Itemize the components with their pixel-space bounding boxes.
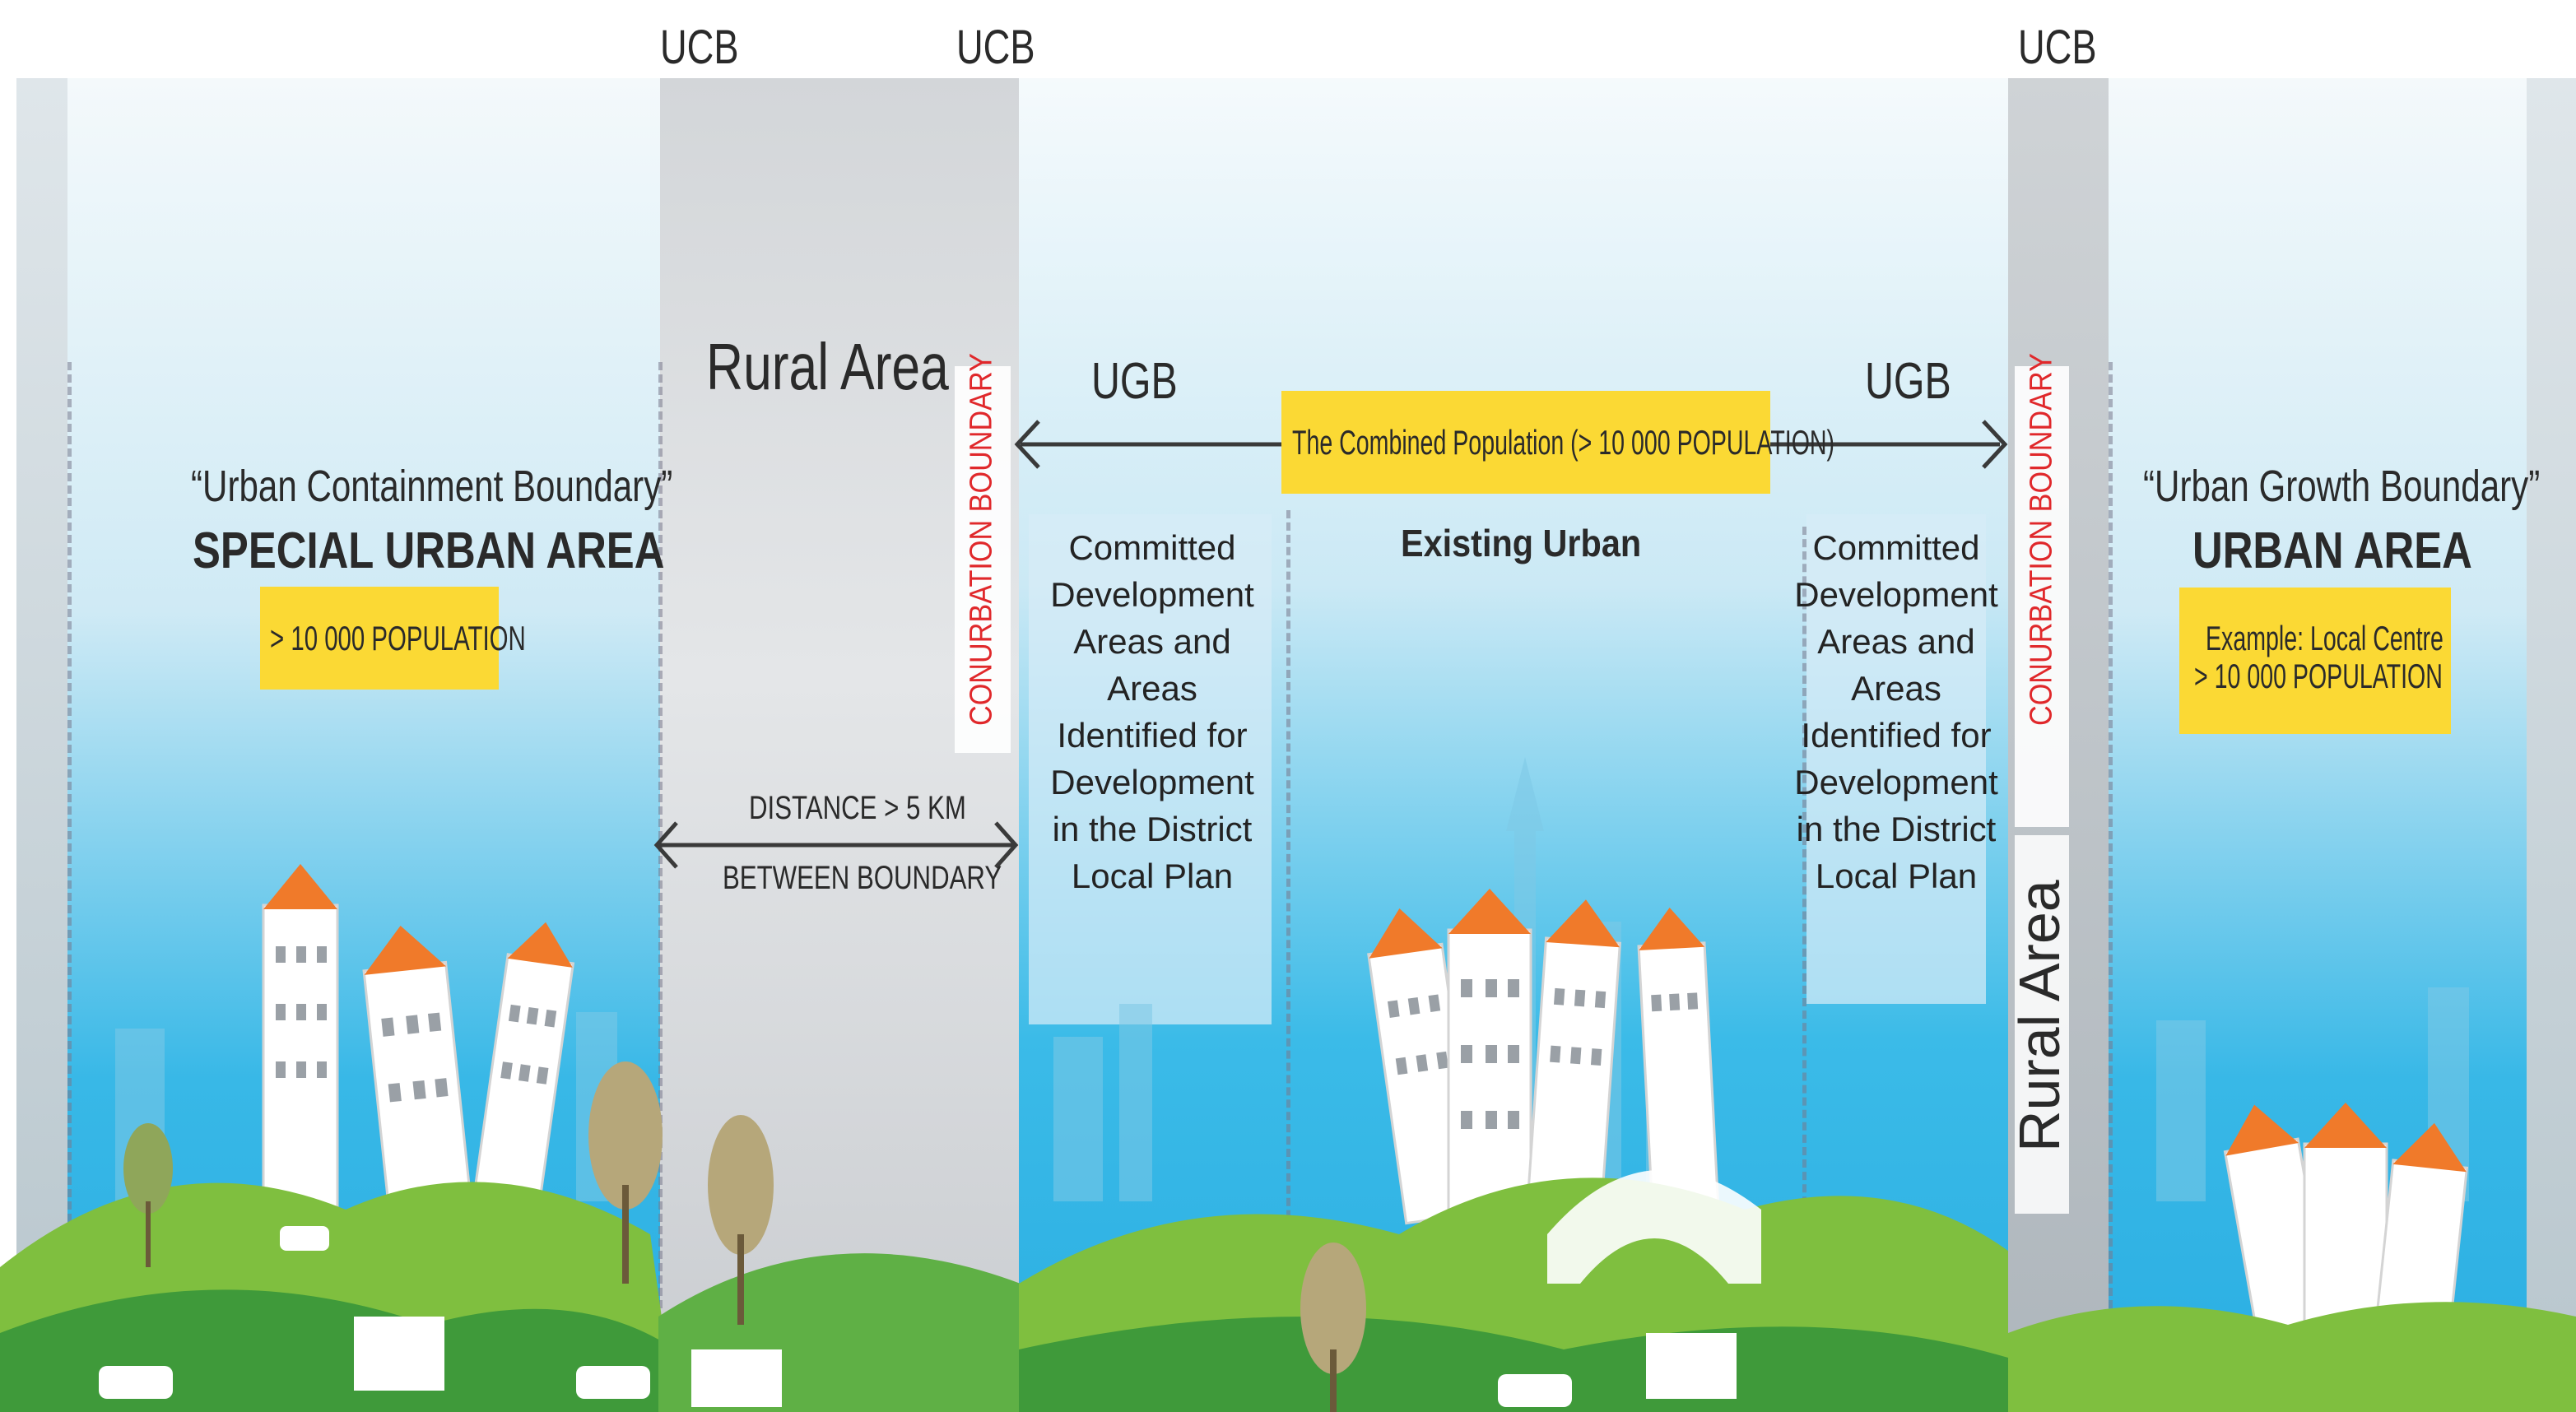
committed-development-text-right: Committed Development Areas and Areas Id… (1793, 524, 2000, 899)
population-box-left (260, 587, 499, 690)
arrow-head-left-icon (1014, 420, 1040, 469)
text-line: Development (1050, 763, 1254, 801)
text-line: Areas (1851, 669, 1941, 708)
text-line: Identified for (1057, 716, 1248, 755)
combined-population-box (1281, 391, 1770, 494)
arrows (653, 420, 2008, 869)
building-icon (1523, 899, 1621, 1240)
text-line: Development (1794, 575, 1998, 614)
text-line: Development (1050, 575, 1254, 614)
rural-area-vertical-box (2015, 835, 2069, 1214)
example-label-line-1: Example: Local Centre (2206, 619, 2443, 657)
urban-growth-boundary-quote: “Urban Growth Boundary” (2143, 462, 2541, 511)
ucb-label: UCB (660, 21, 739, 74)
arrow-head-right-icon (994, 821, 1019, 869)
car-icon (99, 1226, 1572, 1407)
arrow-head-left-icon (653, 821, 678, 869)
ucb-label: UCB (956, 21, 1035, 74)
conurbation-strip-left (955, 366, 1011, 753)
combined-population-label: The Combined Population (> 10 000 POPULA… (1292, 423, 1835, 462)
tree-icon (123, 1061, 1366, 1412)
dashed-line (1286, 510, 1290, 1317)
hill-icon (0, 1177, 2576, 1412)
text-line: in the District (1796, 810, 1997, 848)
text-line: Development (1794, 763, 1998, 801)
urban-containment-boundary-quote: “Urban Containment Boundary” (191, 462, 673, 511)
dashed-line (2109, 362, 2113, 1308)
ucb-label: UCB (2018, 21, 2097, 74)
text-line: Areas (1107, 669, 1197, 708)
rural-area-vertical-label: Rural Area (2007, 880, 2071, 1152)
urban-area-title: URBAN AREA (2192, 523, 2472, 579)
text-line: Local Plan (1815, 857, 1978, 895)
committed-development-panel-left (1029, 514, 1272, 1024)
arrow-head-right-icon (1982, 420, 2008, 469)
conurbation-boundary-label-left: CONURBATION BOUNDARY (964, 353, 999, 726)
outer-left-strip (16, 78, 67, 1412)
distance-label: DISTANCE > 5 KM (749, 790, 966, 826)
text-line: in the District (1052, 810, 1253, 848)
committed-development-text-left: Committed Development Areas and Areas Id… (1033, 524, 1272, 899)
committed-development-panel-right (1806, 514, 1986, 1004)
between-boundary-label: BETWEEN BOUNDARY (723, 860, 1002, 896)
bridge-icon (1547, 1169, 1761, 1284)
dashed-line (67, 362, 72, 1308)
text-line: Identified for (1801, 716, 1992, 755)
city-silhouette (115, 757, 2469, 1201)
dashed-line (658, 362, 663, 1308)
text-line: Committed (1068, 528, 1236, 567)
conurbation-strip-right (2015, 366, 2069, 827)
special-urban-area-title: SPECIAL URBAN AREA (193, 523, 665, 579)
example-box-right (2179, 588, 2451, 734)
truck-icon (354, 1317, 1737, 1407)
rural-area-label: Rural Area (706, 330, 949, 403)
text-line: Local Plan (1071, 857, 1234, 895)
ugb-label-right: UGB (1865, 353, 1951, 410)
outer-right-strip (2527, 78, 2576, 1412)
example-label-line-2: > 10 000 POPULATION (2194, 657, 2443, 695)
dashed-line (1802, 527, 1806, 1317)
conurbation-boundary-label-right: CONURBATION BOUNDARY (2024, 353, 2059, 726)
ugb-label-left: UGB (1091, 353, 1178, 410)
text-line: Areas and (1817, 622, 1975, 661)
text-line: Committed (1812, 528, 1980, 567)
text-line: Areas and (1073, 622, 1231, 661)
population-label-left: > 10 000 POPULATION (270, 619, 526, 657)
existing-urban-label: Existing Urban (1401, 522, 1642, 564)
